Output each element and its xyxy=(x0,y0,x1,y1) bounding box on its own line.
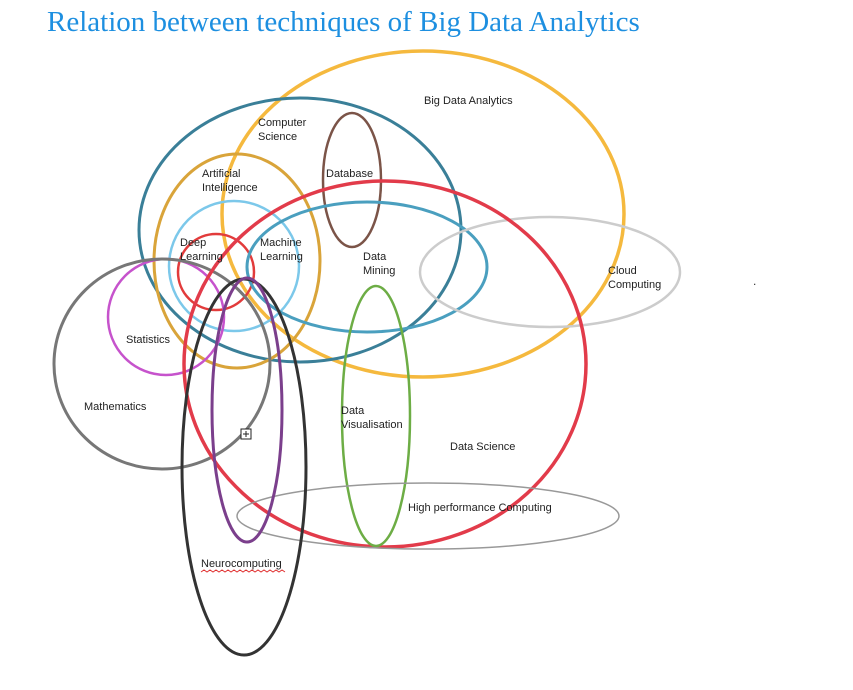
machine-learning-ellipse xyxy=(167,199,301,333)
computer-science-label-line: Computer xyxy=(258,117,307,129)
data-visualisation-label-line: Data xyxy=(341,405,365,417)
stray-dot: . xyxy=(753,274,756,288)
high-performance-computing-ellipse xyxy=(236,482,620,550)
cloud-computing-label-line: Cloud xyxy=(608,265,637,277)
machine-learning-label-line: Learning xyxy=(260,251,303,263)
computer-science-label-line: Science xyxy=(258,131,297,143)
data-mining-ellipse xyxy=(245,200,489,334)
big-data-analytics-label-line: Big Data Analytics xyxy=(424,95,513,107)
data-visualisation-label-line: Visualisation xyxy=(341,419,403,431)
neurocomputing-label: Neurocomputing xyxy=(201,558,282,570)
machine-learning-label-line: Machine xyxy=(260,237,302,249)
data-visualisation-ellipse xyxy=(340,284,412,548)
artificial-intelligence-label-line: Artificial xyxy=(202,168,241,180)
cloud-computing-label-line: Computing xyxy=(608,279,661,291)
high-performance-computing-label-line: High performance Computing xyxy=(408,502,552,514)
data-mining-label-line: Mining xyxy=(363,265,395,277)
artificial-intelligence-label-line: Intelligence xyxy=(202,182,258,194)
mathematics-label-line: Mathematics xyxy=(84,401,147,413)
deep-learning-label-line: Deep xyxy=(180,237,206,249)
page-title: Relation between techniques of Big Data … xyxy=(47,6,640,38)
spellcheck-underline xyxy=(200,569,286,573)
data-mining-label-line: Data xyxy=(363,251,387,263)
neurocomputing-label-line: Neurocomputing xyxy=(201,558,282,570)
mathematics-label: Mathematics xyxy=(84,401,147,413)
deep-learning-label-line: Learning xyxy=(180,251,223,263)
high-performance-computing-label: High performance Computing xyxy=(408,502,552,514)
data-science-ellipse xyxy=(182,179,588,549)
cloud-computing-ellipse xyxy=(418,215,682,329)
neuro-purple-ellipse xyxy=(210,276,284,544)
computer-science-ellipse xyxy=(137,96,463,364)
data-science-label: Data Science xyxy=(450,441,515,453)
neurocomputing-ellipse xyxy=(180,277,308,657)
big-data-analytics-ellipse xyxy=(220,49,626,379)
statistics-label: Statistics xyxy=(126,334,171,346)
statistics-label-line: Statistics xyxy=(126,334,171,346)
deep-learning-circle xyxy=(176,232,256,312)
data-science-label-line: Data Science xyxy=(450,441,515,453)
move-handle-icon[interactable] xyxy=(240,428,252,440)
mathematics-ellipse xyxy=(52,257,272,471)
database-label-line: Database xyxy=(326,168,373,180)
database-label: Database xyxy=(326,168,373,180)
big-data-analytics-label: Big Data Analytics xyxy=(424,95,513,107)
